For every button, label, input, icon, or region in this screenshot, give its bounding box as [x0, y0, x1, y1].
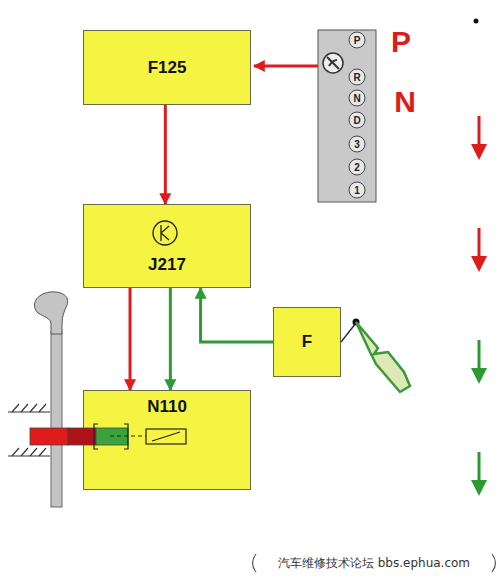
- component-code: N110: [147, 397, 187, 417]
- signal-arrow: [169, 288, 172, 390]
- selector-position: 2: [354, 162, 360, 173]
- detent-hatching: [8, 404, 50, 456]
- watermark-frame: [253, 554, 496, 572]
- selector-position: R: [353, 72, 360, 83]
- selector-knob-symbol: [323, 53, 343, 73]
- control-unit-symbol: [153, 221, 177, 245]
- component-code: J217: [148, 255, 186, 275]
- selector-position: N: [353, 93, 360, 104]
- lock-solenoid: [30, 424, 186, 449]
- selector-position: 3: [354, 139, 360, 150]
- component-code: F: [302, 332, 312, 352]
- selector-lever: [34, 292, 67, 507]
- selector-positions: [349, 32, 365, 198]
- status-dot: [474, 19, 479, 24]
- component-box: J217: [83, 204, 251, 288]
- component-box: F125: [83, 30, 251, 105]
- gear-indicator: P: [391, 25, 411, 59]
- signal-arrow: [129, 288, 132, 390]
- watermark: 汽车维修技术论坛 bbs.ephua.com: [278, 555, 470, 572]
- selector-signal-arrow: [254, 65, 318, 68]
- component-box: F: [273, 307, 341, 377]
- selector-position: 1: [354, 185, 360, 196]
- brake-pedal: [341, 319, 410, 393]
- signal-arrow: [201, 288, 273, 342]
- signal-arrow: [164, 105, 167, 204]
- selector-position: D: [353, 115, 360, 126]
- component-code: F125: [148, 58, 187, 78]
- selector-position: P: [354, 35, 361, 46]
- status-arrows: [471, 116, 487, 496]
- gear-indicator: N: [394, 85, 416, 119]
- component-box: N110: [83, 390, 251, 490]
- selector-panel: [318, 30, 376, 202]
